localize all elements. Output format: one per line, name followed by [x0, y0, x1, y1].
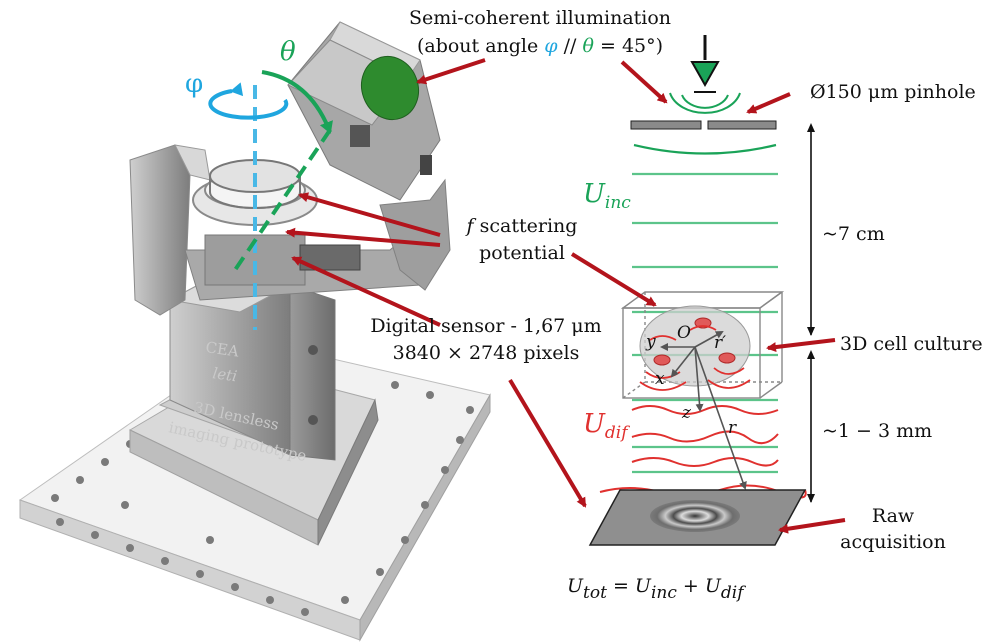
- logo-leti: leti: [211, 364, 238, 385]
- diffracted-wavefronts: [599, 405, 807, 499]
- r-prime-label: r′: [714, 333, 726, 353]
- pinhole-right: [707, 120, 777, 130]
- u-inc-label: Uinc: [583, 179, 631, 213]
- theta-axis: [233, 128, 332, 272]
- source-arrow-head: [690, 61, 720, 88]
- phi-rotation-arrow: [208, 82, 289, 120]
- theta-symbol: θ: [280, 37, 296, 67]
- illumination-line1: Semi-coherent illumination: [409, 7, 671, 29]
- phi-symbol: φ: [185, 69, 203, 99]
- distance-top-label: ~7 cm: [822, 223, 885, 245]
- pinhole-left: [630, 120, 702, 130]
- cell-culture-ellipse: [639, 305, 751, 387]
- raw-line1: Raw: [872, 505, 915, 527]
- scattering-line2: potential: [479, 242, 565, 264]
- logo-cea: CEA: [204, 338, 240, 360]
- distance-bottom-label: ~1 − 3 mm: [822, 420, 932, 442]
- sensor-line1: Digital sensor - 1,67 μm: [370, 315, 601, 337]
- pinhole-label: Ø150 μm pinhole: [810, 81, 976, 103]
- illumination-head: [287, 21, 441, 201]
- axis-y: y: [645, 332, 656, 352]
- hologram-pattern: [650, 500, 740, 532]
- sample-holder: [192, 159, 361, 286]
- prototype-illustration: CEA leti 3D lensless imaging prototype φ…: [18, 21, 491, 642]
- cells: [653, 317, 736, 366]
- callout-arrows: [285, 58, 846, 534]
- cell-culture-label: 3D cell culture: [840, 333, 983, 355]
- equation: Utot = Uinc + Udif: [567, 575, 746, 603]
- u-dif-label: Udif: [583, 409, 630, 443]
- coordinate-axes: [660, 331, 747, 490]
- theta-rotation-arrow: [261, 70, 333, 134]
- optical-schematic: y x z O r′ r: [588, 35, 815, 546]
- r-label: r: [728, 418, 737, 438]
- illumination-line2: (about angle φ // θ = 45°): [417, 35, 663, 57]
- scattering-line1: f scattering: [465, 215, 578, 237]
- raw-line2: acquisition: [840, 531, 946, 553]
- axis-z: z: [681, 403, 692, 423]
- sensor-line2: 3840 × 2748 pixels: [393, 342, 580, 364]
- origin-label: O: [677, 323, 691, 343]
- axis-x: x: [655, 369, 665, 389]
